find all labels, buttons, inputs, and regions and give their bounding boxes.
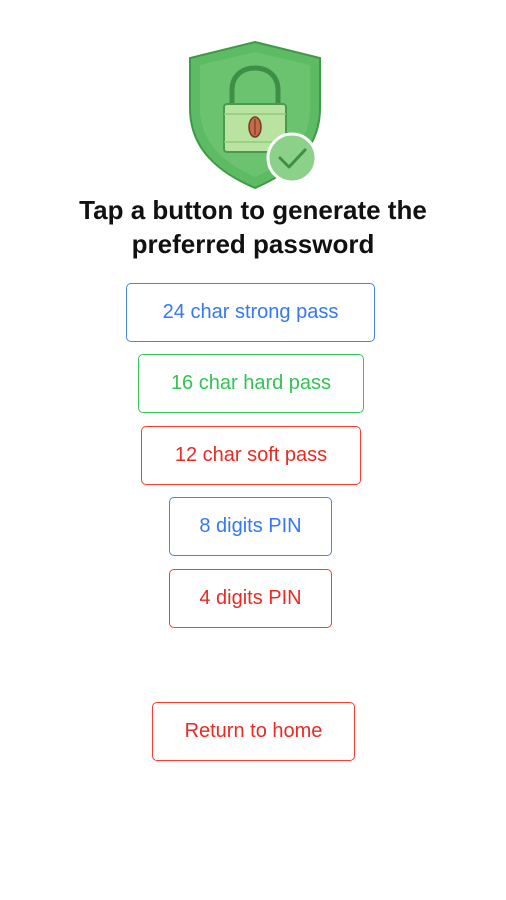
pin-8-button[interactable]: 8 digits PIN bbox=[169, 497, 332, 556]
soft-pass-12-label: 12 char soft pass bbox=[174, 444, 328, 466]
return-home-label: Return to home bbox=[184, 720, 323, 742]
shield-lock-check-icon bbox=[189, 40, 321, 190]
return-home-button[interactable]: Return to home bbox=[152, 702, 355, 761]
hard-pass-16-label: 16 char hard pass bbox=[170, 372, 332, 394]
strong-pass-24-button[interactable]: 24 char strong pass bbox=[126, 283, 375, 342]
strong-pass-24-label: 24 char strong pass bbox=[162, 301, 339, 323]
pin-4-label: 4 digits PIN bbox=[199, 587, 302, 609]
hard-pass-16-button[interactable]: 16 char hard pass bbox=[138, 354, 364, 413]
page-title: Tap a button to generate the preferred p… bbox=[79, 195, 427, 259]
soft-pass-12-button[interactable]: 12 char soft pass bbox=[141, 426, 361, 485]
pin-4-button[interactable]: 4 digits PIN bbox=[169, 569, 332, 628]
pin-8-label: 8 digits PIN bbox=[199, 515, 302, 537]
